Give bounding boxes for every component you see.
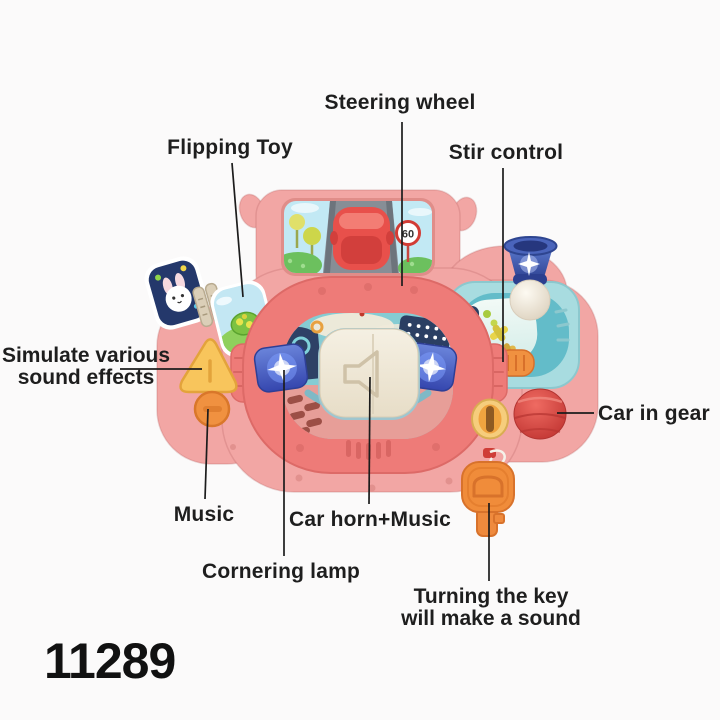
label-music: Music [173, 503, 235, 526]
leader-line-car-horn [368, 376, 371, 505]
label-flipping-toy: Flipping Toy [167, 136, 293, 159]
key-notch [493, 513, 505, 524]
leader-lines [120, 122, 594, 581]
label-sound-effects-line2: sound effects [17, 366, 155, 389]
label-sound-effects: Simulate various sound effects [2, 345, 170, 389]
key-car-emboss [472, 475, 504, 498]
key-clip [483, 448, 496, 458]
speed-limit-text: 60 [402, 229, 414, 241]
label-steering-wheel: Steering wheel [324, 91, 476, 114]
label-stir-control: Stir control [448, 141, 564, 164]
label-cornering-lamp: Cornering lamp [202, 560, 360, 583]
toy-key [461, 448, 515, 537]
horn-icon [343, 350, 379, 398]
horn-button [318, 328, 420, 420]
label-turning-key-line2: will make a sound [401, 607, 581, 630]
label-car-in-gear: Car in gear [598, 402, 710, 425]
label-turning-key: Turning the key will make a sound [401, 586, 581, 630]
bunny-face [165, 285, 192, 312]
car-slider [330, 207, 394, 270]
light-star [267, 353, 297, 383]
windshield-scene: 60 [281, 198, 435, 276]
star-decoration [155, 274, 162, 281]
leader-line-music [204, 408, 209, 500]
label-turning-key-line1: Turning the key [413, 585, 569, 608]
bush-right [398, 257, 432, 273]
model-number: 11289 [44, 633, 176, 689]
sound-effects-button [179, 338, 238, 394]
music-button [193, 390, 231, 428]
stir-control-funnel [503, 236, 558, 321]
cornering-lamp-button-left [253, 343, 309, 393]
ignition-keyhole [471, 398, 509, 440]
leader-line-flipping-toy [231, 162, 244, 298]
sparkle-star [518, 252, 540, 276]
white-ball [509, 279, 551, 321]
flipping-toy-bunny-panel [144, 256, 210, 330]
speed-limit-sign: 60 [395, 220, 421, 246]
label-sound-effects-line1: Simulate various [1, 344, 171, 367]
key-head [461, 461, 515, 513]
wheel-dimples [296, 283, 440, 452]
label-car-horn: Car horn+Music [288, 508, 452, 531]
light-star [416, 352, 446, 382]
car-in-gear-button [513, 388, 567, 440]
